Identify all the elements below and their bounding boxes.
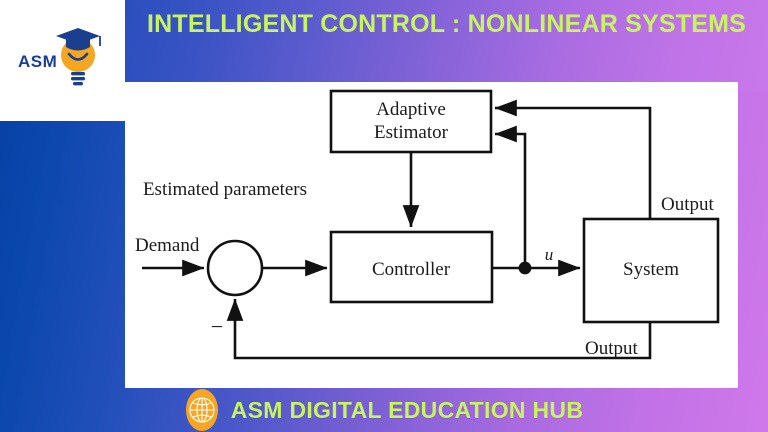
summing-junction (206, 239, 264, 297)
graduation-cap-lightbulb-icon (56, 28, 101, 86)
footer-text: ASM DIGITAL EDUCATION HUB (230, 396, 584, 423)
label-controller: Controller (372, 259, 451, 280)
block-controller (329, 230, 494, 304)
arrow-output-to-estimator (494, 99, 652, 219)
page-title: INTELLIGENT CONTROL : NONLINEAR SYSTEMS (146, 10, 746, 38)
block-adaptive-estimator (329, 89, 493, 154)
label-control-signal-u: u (545, 245, 554, 264)
header-band (125, 0, 768, 92)
logo-text: ASM (18, 52, 58, 71)
arrow-output-feedback-to-junction (226, 298, 652, 360)
block-diagram: Adaptive Estimator Controller System Dem… (135, 89, 720, 360)
content-panel: Adaptive Estimator Controller System Dem… (125, 82, 738, 388)
label-demand: Demand (135, 235, 200, 256)
label-output-bottom: Output (585, 338, 639, 359)
label-estimated-parameters: Estimated parameters (143, 179, 307, 200)
logo-box: ASM (0, 0, 125, 121)
footer-bar: ASM DIGITAL EDUCATION HUB (0, 388, 768, 432)
logo-icon-wrap: ASM (16, 22, 112, 92)
label-output-top: Output (661, 194, 715, 215)
label-adaptive-estimator-line2: Estimator (374, 122, 449, 143)
branch-node-dot (518, 261, 532, 275)
arrow-u-feedback-to-estimator (494, 125, 527, 268)
label-minus-sign: − (211, 314, 223, 339)
globe-icon (185, 389, 218, 431)
label-system: System (623, 259, 679, 280)
label-adaptive-estimator-line1: Adaptive (376, 99, 446, 120)
